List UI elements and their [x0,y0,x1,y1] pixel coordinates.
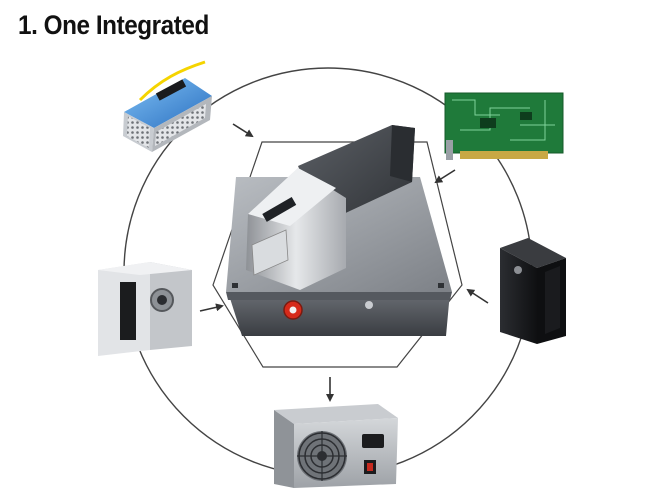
control-board-icon [444,92,564,160]
arrow-control-board [434,169,456,184]
integrated-machine-icon [226,125,452,336]
arrow-galvo [199,303,224,312]
arrow-computer [466,288,489,304]
galvo-scanner-icon [98,262,192,356]
key-switch-icon [365,301,373,309]
integration-frame [212,141,463,368]
arrow-laser-source [232,123,254,138]
fiber-laser-source-icon [123,60,212,152]
page-title: 1. One Integrated [18,10,209,40]
power-supply-icon [274,404,398,488]
computer-tower-icon [500,238,566,344]
